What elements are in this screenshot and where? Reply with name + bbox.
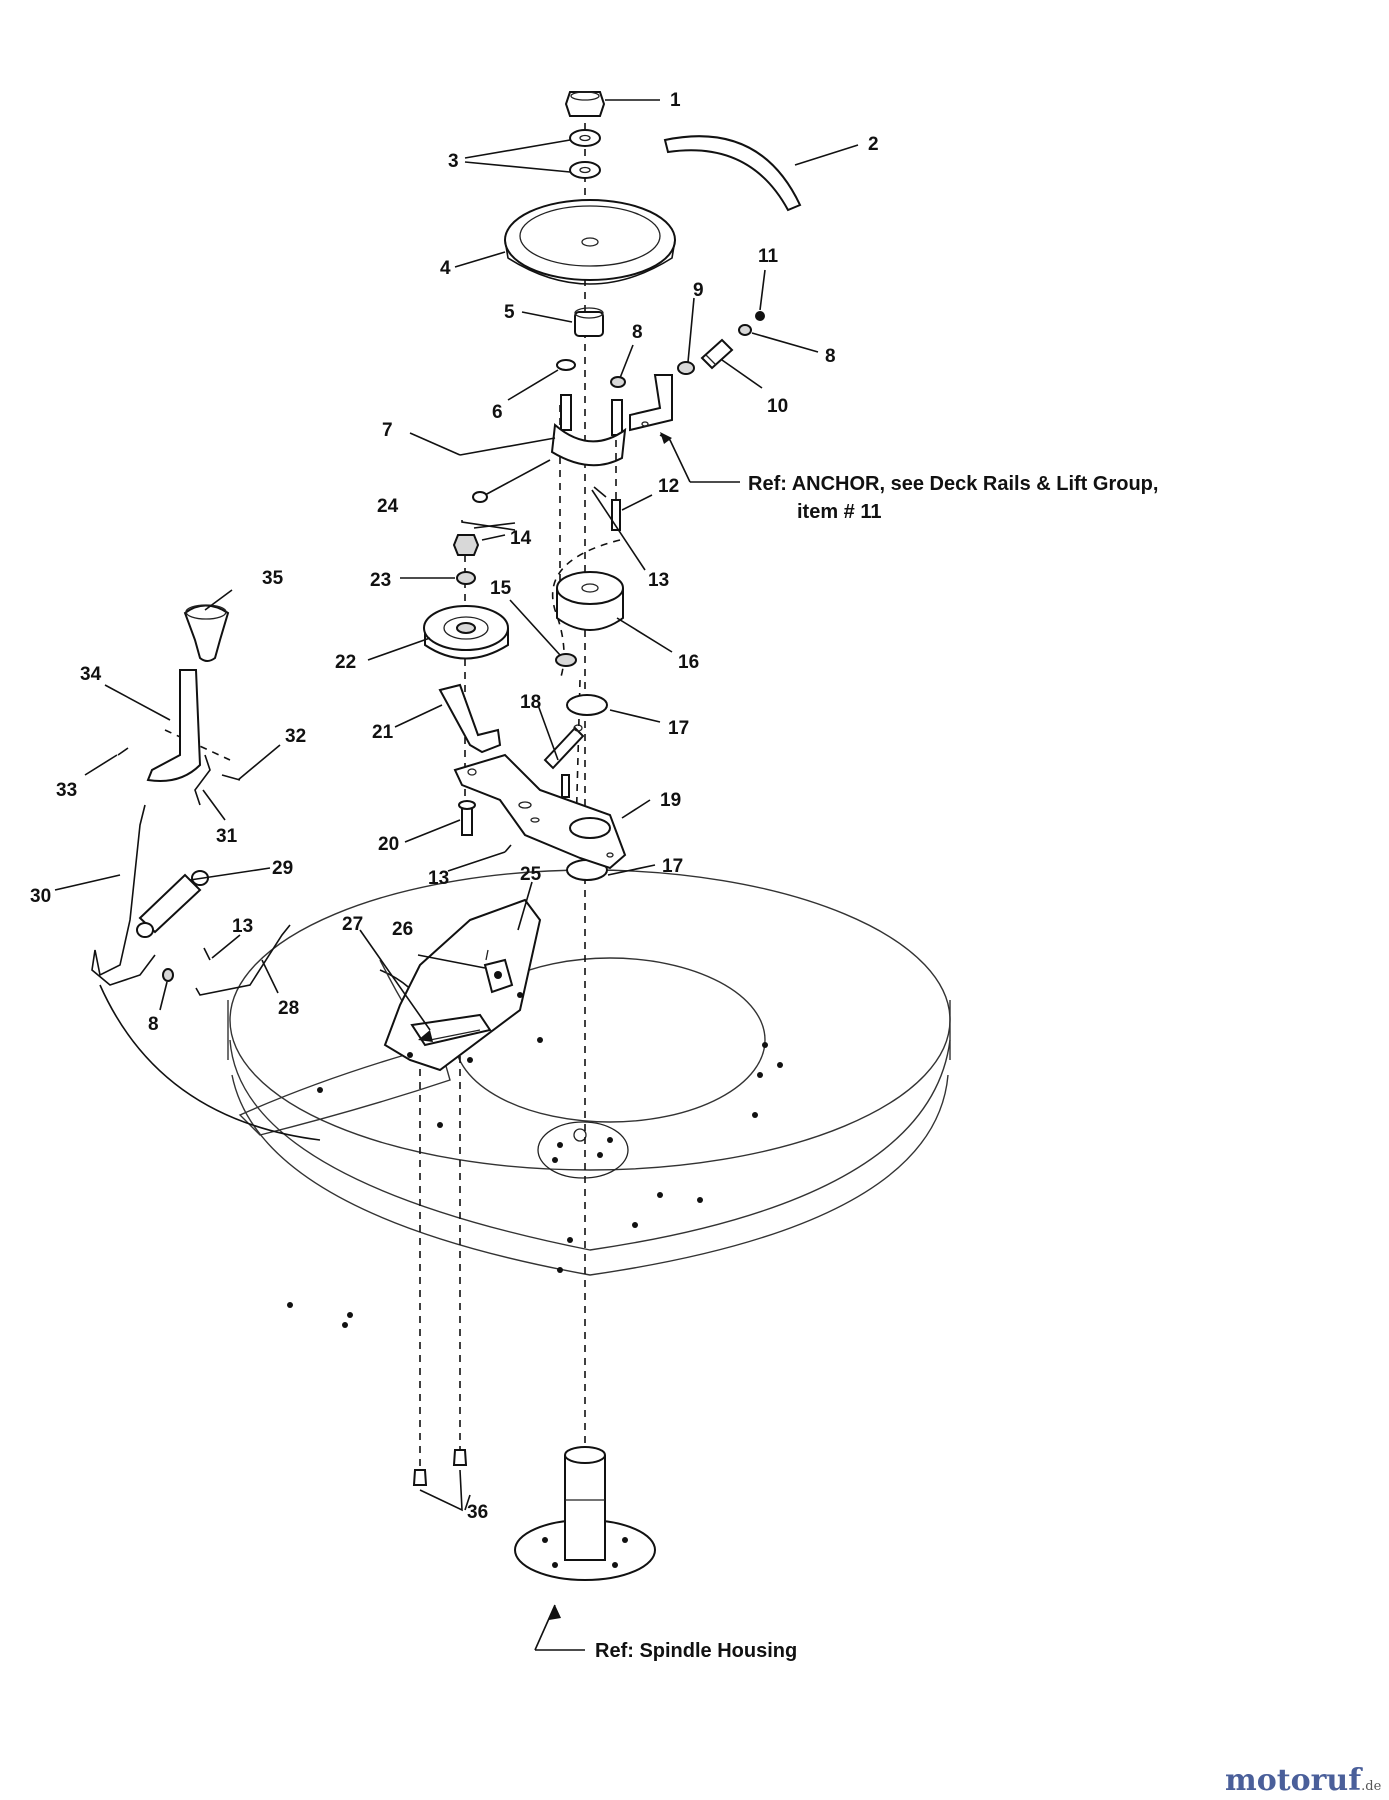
label-20: 20 [378, 834, 399, 855]
part-13-pin-b [504, 844, 512, 853]
label-5: 5 [504, 302, 515, 323]
label-10: 10 [767, 396, 788, 417]
part-20-bolt [458, 800, 476, 836]
watermark-brand: motoruf [1225, 1763, 1363, 1798]
part-34-handle [146, 669, 202, 782]
label-8-c: 8 [148, 1014, 159, 1035]
part-9-nut [677, 361, 695, 375]
part-10-spring [700, 338, 734, 370]
part-23-washer [456, 571, 476, 585]
label-16: 16 [678, 652, 699, 673]
label-2: 2 [868, 134, 879, 155]
label-33: 33 [56, 780, 77, 801]
part-32-bolt [221, 774, 241, 781]
label-31: 31 [216, 826, 238, 847]
label-25: 25 [520, 864, 542, 885]
label-28: 28 [278, 998, 299, 1019]
part-18-spring [543, 724, 585, 770]
part-16-spacer [556, 571, 624, 631]
label-17-a: 17 [668, 718, 689, 739]
label-36: 36 [467, 1502, 488, 1523]
part-13-pin-a [593, 486, 607, 498]
label-34: 34 [80, 664, 102, 685]
spindle-housing [514, 1446, 656, 1581]
label-9: 9 [693, 280, 704, 301]
label-12: 12 [658, 476, 679, 497]
part-8-nut-a [610, 376, 626, 388]
label-22: 22 [335, 652, 356, 673]
label-14: 14 [510, 528, 532, 549]
part-36-bolts [412, 1449, 468, 1486]
part-15-washer [555, 653, 577, 667]
ref-anchor-line1: Ref: ANCHOR, see Deck Rails & Lift Group… [748, 473, 1158, 495]
ref-anchor-line2: item # 11 [797, 501, 882, 523]
part-18-pin [561, 774, 570, 798]
label-15: 15 [490, 578, 512, 599]
label-26: 26 [392, 919, 413, 940]
part-26-latch [483, 949, 514, 994]
label-24: 24 [377, 496, 399, 517]
anchor-bracket [629, 374, 673, 432]
part-11-nut [755, 311, 765, 321]
part-1-nut [564, 91, 606, 117]
label-21: 21 [372, 722, 394, 743]
label-4: 4 [440, 258, 451, 279]
part-12-bolt [611, 440, 621, 531]
label-19: 19 [660, 790, 681, 811]
watermark-tld: .de [1361, 1779, 1381, 1794]
label-8-a: 8 [632, 322, 643, 343]
label-35: 35 [262, 568, 284, 589]
part-8-nut-c [162, 968, 174, 982]
part-17-ring-a [566, 694, 608, 716]
part-33-bolt [117, 747, 129, 756]
label-13-a: 13 [648, 570, 669, 591]
label-13-c: 13 [232, 916, 253, 937]
label-30: 30 [30, 886, 51, 907]
part-30-rod [91, 804, 156, 986]
label-7: 7 [382, 420, 393, 441]
mower-deck [227, 869, 951, 1328]
label-23: 23 [370, 570, 391, 591]
svg-text:motoruf.de: motoruf.de [1225, 1763, 1382, 1798]
part-35-knob [183, 604, 230, 662]
part-7-idler-bracket [550, 394, 627, 467]
part-labels: 1 2 3 4 5 6 7 8 8 8 9 10 11 12 13 13 13 … [30, 90, 879, 1523]
label-29: 29 [272, 858, 293, 879]
part-6-washer [556, 359, 576, 371]
label-18: 18 [520, 692, 541, 713]
part-28-rod [195, 924, 291, 996]
part-3-washers [569, 129, 601, 179]
part-4-pulley [504, 199, 676, 285]
leader-lines [54, 99, 859, 1651]
label-32: 32 [285, 726, 306, 747]
label-27: 27 [342, 914, 363, 935]
label-6: 6 [492, 402, 503, 423]
part-14-link-rod [472, 459, 551, 503]
label-1: 1 [670, 90, 681, 111]
part-13-pin-c [203, 947, 211, 961]
part-5-bushing [574, 307, 604, 337]
part-29-spring [136, 870, 209, 938]
label-11: 11 [758, 246, 779, 267]
part-21-clip [438, 683, 502, 754]
label-13-b: 13 [428, 868, 449, 889]
part-2-belt [663, 135, 802, 212]
part-24-nut [452, 534, 480, 556]
part-19-idler-arm [453, 753, 627, 870]
motoruf-watermark: motoruf.de [1225, 1763, 1382, 1798]
label-8-b: 8 [825, 346, 836, 367]
part-31-bracket [194, 754, 211, 806]
label-3: 3 [448, 151, 459, 172]
label-17-b: 17 [662, 856, 683, 877]
ref-spindle-housing: Ref: Spindle Housing [595, 1640, 797, 1662]
part-8-washer-b [738, 324, 752, 336]
part-22-idler-pulley [423, 605, 509, 660]
